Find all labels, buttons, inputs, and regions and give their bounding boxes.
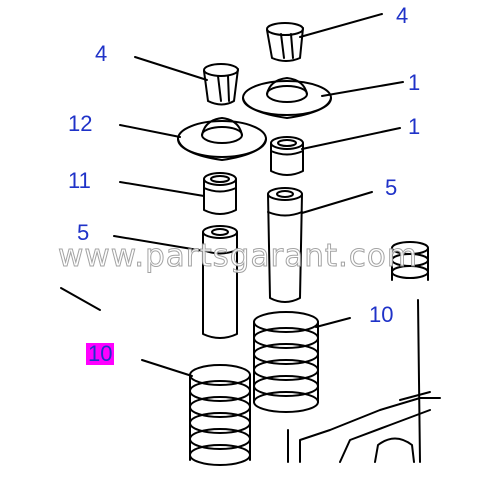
valve-keeper-top — [266, 22, 304, 62]
spring-retainer-left — [177, 117, 267, 161]
leader-line — [134, 56, 208, 81]
leader-line — [299, 13, 383, 38]
leader-line — [141, 359, 193, 377]
valve-seal-left — [203, 172, 237, 215]
callout-label: 4 — [95, 41, 108, 66]
callout-label: 5 — [77, 220, 90, 245]
leader-line — [301, 127, 401, 150]
valve-seal-right — [270, 136, 304, 176]
callout-label: 11 — [68, 168, 91, 193]
valve-guide-right — [267, 187, 303, 303]
watermark-text: www.partsgarant.com — [57, 238, 419, 275]
cylinder-head-outline — [287, 299, 441, 463]
callout-label: 1 — [408, 70, 421, 95]
callout-label: 5 — [385, 175, 398, 200]
leader-line — [113, 235, 205, 252]
callout-label: 10 — [369, 302, 394, 327]
callout-label: 12 — [68, 111, 93, 136]
leader-line — [119, 181, 205, 197]
valve-guide-left — [202, 225, 238, 339]
leader-line — [315, 317, 351, 328]
leader-line — [119, 124, 181, 138]
leader-line — [60, 287, 101, 311]
spring-retainer-right — [242, 77, 332, 119]
leader-line — [321, 81, 404, 97]
callout-label: 1 — [408, 114, 421, 139]
callout-label: 4 — [396, 3, 409, 28]
valve-keeper-left — [203, 63, 239, 106]
valve-spring-partial — [391, 241, 429, 281]
valve-spring-left — [189, 364, 251, 466]
valve-spring-right — [253, 311, 319, 413]
callout-label-highlighted: 10 — [86, 341, 115, 366]
leader-line — [301, 191, 373, 214]
